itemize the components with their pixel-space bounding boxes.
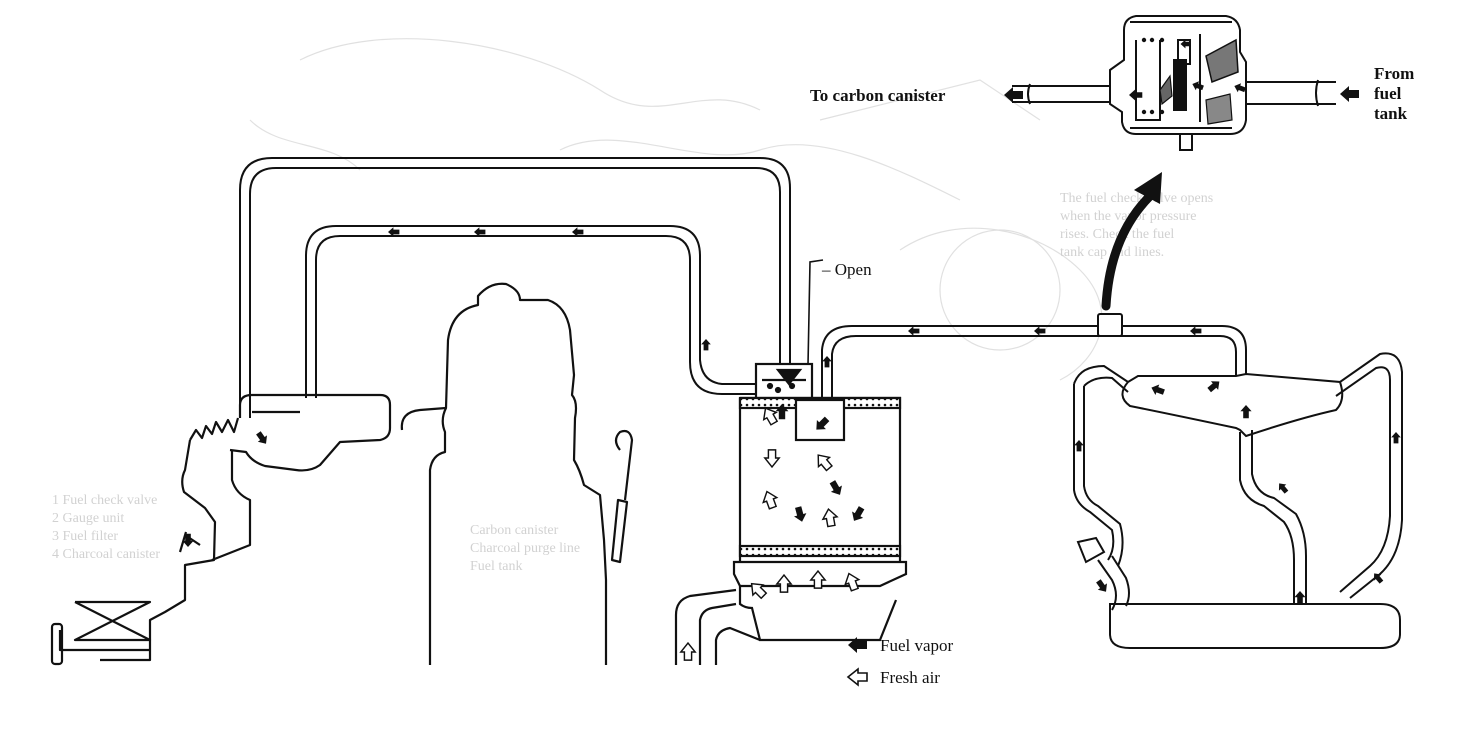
- outer-purge-line: [239, 157, 791, 418]
- fresh-air-arrow: [820, 507, 840, 528]
- ghost-line: 3 Fuel filter: [52, 529, 119, 544]
- ghost-text-left: 1 Fuel check valve 2 Gauge unit 3 Fuel f…: [52, 492, 292, 564]
- detail-callout-arrowhead: [1134, 172, 1162, 204]
- fresh-air-arrow: [759, 488, 781, 511]
- fuel-tank: [1073, 352, 1403, 649]
- ghost-line: The fuel check valve opens: [1060, 191, 1214, 206]
- ghost-line: rises. Check the fuel: [1060, 227, 1175, 242]
- check-valve-detail: [1012, 15, 1336, 151]
- ghost-text-mid: Carbon canister Charcoal purge line Fuel…: [470, 522, 680, 576]
- ghost-line: Carbon canister: [470, 523, 559, 538]
- open-leader-line: [807, 259, 824, 366]
- to-canister-arrow: [1004, 87, 1023, 103]
- vapor-arrow: [1149, 382, 1166, 398]
- vapor-arrow: [822, 356, 832, 368]
- fresh-air-arrow: [745, 577, 770, 602]
- vapor-arrow: [826, 478, 846, 499]
- ghost-line: Fuel tank: [470, 559, 523, 574]
- from-tank-label-line2: fuel: [1374, 84, 1402, 103]
- vapor-arrow: [1240, 405, 1252, 419]
- fresh-air-arrow: [841, 570, 863, 593]
- ghost-line: 2 Gauge unit: [52, 511, 125, 526]
- inner-purge-line: [305, 225, 758, 398]
- vapor-arrow: [1391, 432, 1401, 444]
- check-valve-internals: [1141, 37, 1239, 125]
- vapor-arrow: [701, 339, 711, 351]
- engine-block: [50, 282, 634, 666]
- legend-vapor-label: Fuel vapor: [880, 636, 954, 655]
- background-sketch: [249, 38, 1103, 381]
- detail-callout-arrow: [1101, 191, 1155, 311]
- vapor-arrow: [1190, 326, 1202, 336]
- vapor-arrow: [848, 504, 868, 525]
- from-tank-arrow: [1340, 86, 1359, 102]
- open-label-text: Open: [834, 260, 872, 279]
- to-canister-label: To carbon canister: [810, 86, 946, 105]
- open-label: – Open: [822, 260, 872, 279]
- fresh-air-arrow: [811, 449, 836, 474]
- legend-air-icon: [847, 668, 868, 686]
- from-tank-label-line1: From: [1374, 64, 1415, 83]
- fresh-air-arrow: [680, 642, 696, 661]
- vapor-arrow: [1294, 591, 1306, 605]
- vapor-arrow: [253, 429, 271, 447]
- ghost-line: 1 Fuel check valve: [52, 493, 158, 508]
- vapor-arrow: [1205, 377, 1223, 395]
- fresh-air-arrow: [764, 449, 780, 468]
- fresh-air-arrow: [776, 574, 792, 593]
- vapor-arrow: [1074, 440, 1084, 452]
- tank-vapor-line: [821, 325, 1247, 398]
- check-valve-junction: [1097, 313, 1123, 337]
- vapor-arrow: [1275, 480, 1291, 496]
- vapor-arrow: [908, 326, 920, 336]
- ghost-line: 4 Charcoal canister: [52, 547, 161, 562]
- vapor-arrow: [1093, 577, 1111, 595]
- ghost-line: Charcoal purge line: [470, 541, 581, 556]
- charcoal-canister: [674, 362, 908, 665]
- legend-air-label: Fresh air: [880, 668, 940, 687]
- from-tank-label-line3: tank: [1374, 104, 1408, 123]
- vapor-arrow: [791, 505, 809, 524]
